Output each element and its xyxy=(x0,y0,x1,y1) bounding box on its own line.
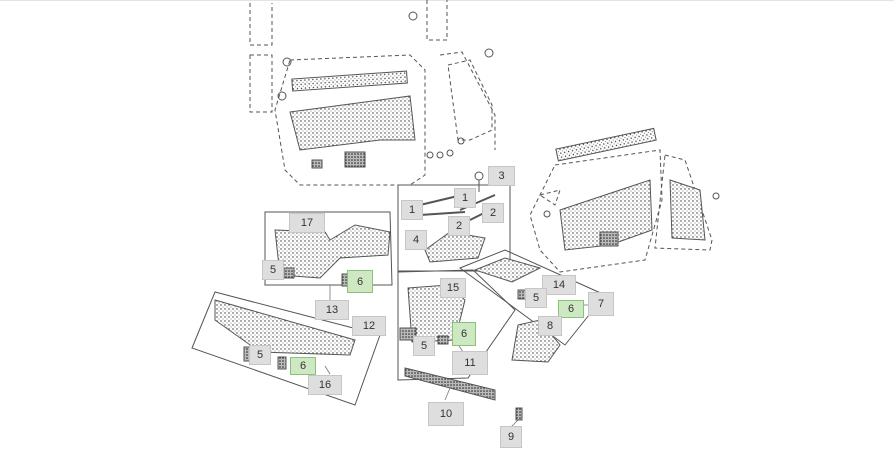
callout-2[interactable]: 2 xyxy=(482,203,504,223)
callout-label: 14 xyxy=(552,279,566,291)
callout-1[interactable]: 1 xyxy=(454,188,476,208)
callout-label: 15 xyxy=(446,282,460,294)
callout-6[interactable]: 6 xyxy=(452,322,476,346)
callout-label: 5 xyxy=(256,349,264,361)
callout-7[interactable]: 7 xyxy=(588,292,614,316)
callout-16[interactable]: 16 xyxy=(308,375,342,395)
callout-label: 5 xyxy=(269,264,277,276)
right-door-panel xyxy=(559,179,653,251)
rear-trim-panel-14 xyxy=(473,257,542,283)
callout-5[interactable]: 5 xyxy=(525,288,547,308)
callout-label: 5 xyxy=(532,292,540,304)
callout-label: 4 xyxy=(412,234,420,246)
callout-label: 2 xyxy=(489,207,497,219)
side-panel-17 xyxy=(274,224,391,279)
armrest-cushion xyxy=(424,231,486,263)
callout-4[interactable]: 4 xyxy=(405,230,427,250)
callout-label: 6 xyxy=(299,360,307,372)
sill-trim-panel-12 xyxy=(214,299,356,356)
callout-label: 16 xyxy=(318,379,332,391)
callout-12[interactable]: 12 xyxy=(352,316,386,336)
callout-2[interactable]: 2 xyxy=(448,216,470,236)
callout-label: 7 xyxy=(597,298,605,310)
callout-label: 13 xyxy=(325,304,339,316)
left-door-ghost xyxy=(249,0,496,186)
callout-3[interactable]: 3 xyxy=(488,166,515,186)
callout-10[interactable]: 10 xyxy=(428,402,464,426)
right-door-vent-strip xyxy=(555,127,657,162)
callout-6[interactable]: 6 xyxy=(558,300,584,318)
callout-label: 6 xyxy=(567,303,575,315)
callout-label: 1 xyxy=(461,192,469,204)
left-door-speaker xyxy=(344,151,366,168)
callout-5[interactable]: 5 xyxy=(249,345,271,365)
callout-label: 6 xyxy=(356,275,364,288)
callout-17[interactable]: 17 xyxy=(289,213,325,233)
callout-label: 3 xyxy=(498,170,505,182)
callout-label: 2 xyxy=(455,220,463,232)
callout-5[interactable]: 5 xyxy=(413,336,435,356)
callout-label: 9 xyxy=(507,431,515,443)
callout-6[interactable]: 6 xyxy=(347,270,373,293)
callout-label: 17 xyxy=(300,217,314,229)
callout-label: 12 xyxy=(362,320,376,332)
callout-9[interactable]: 9 xyxy=(500,426,522,448)
callout-15[interactable]: 15 xyxy=(440,278,466,298)
clip-9 xyxy=(515,407,523,421)
right-door-ghost xyxy=(529,149,713,273)
callout-6[interactable]: 6 xyxy=(290,357,316,375)
callout-label: 6 xyxy=(460,328,468,340)
callout-14[interactable]: 14 xyxy=(542,275,576,295)
callout-13[interactable]: 13 xyxy=(315,300,349,320)
kick-strip-10 xyxy=(404,367,496,401)
left-door-grille xyxy=(311,159,323,169)
callout-label: 11 xyxy=(464,357,476,369)
callout-label: 5 xyxy=(420,340,428,352)
left-door-panel xyxy=(289,95,416,151)
callout-5[interactable]: 5 xyxy=(262,260,284,280)
callout-8[interactable]: 8 xyxy=(538,316,562,336)
callout-1[interactable]: 1 xyxy=(401,200,423,220)
callout-11[interactable]: 11 xyxy=(452,351,488,375)
callout-label: 10 xyxy=(439,408,453,420)
group-11-outline xyxy=(397,269,516,381)
left-door-vent-strip xyxy=(291,70,408,92)
callout-label: 8 xyxy=(546,320,554,332)
callout-label: 1 xyxy=(408,204,416,216)
